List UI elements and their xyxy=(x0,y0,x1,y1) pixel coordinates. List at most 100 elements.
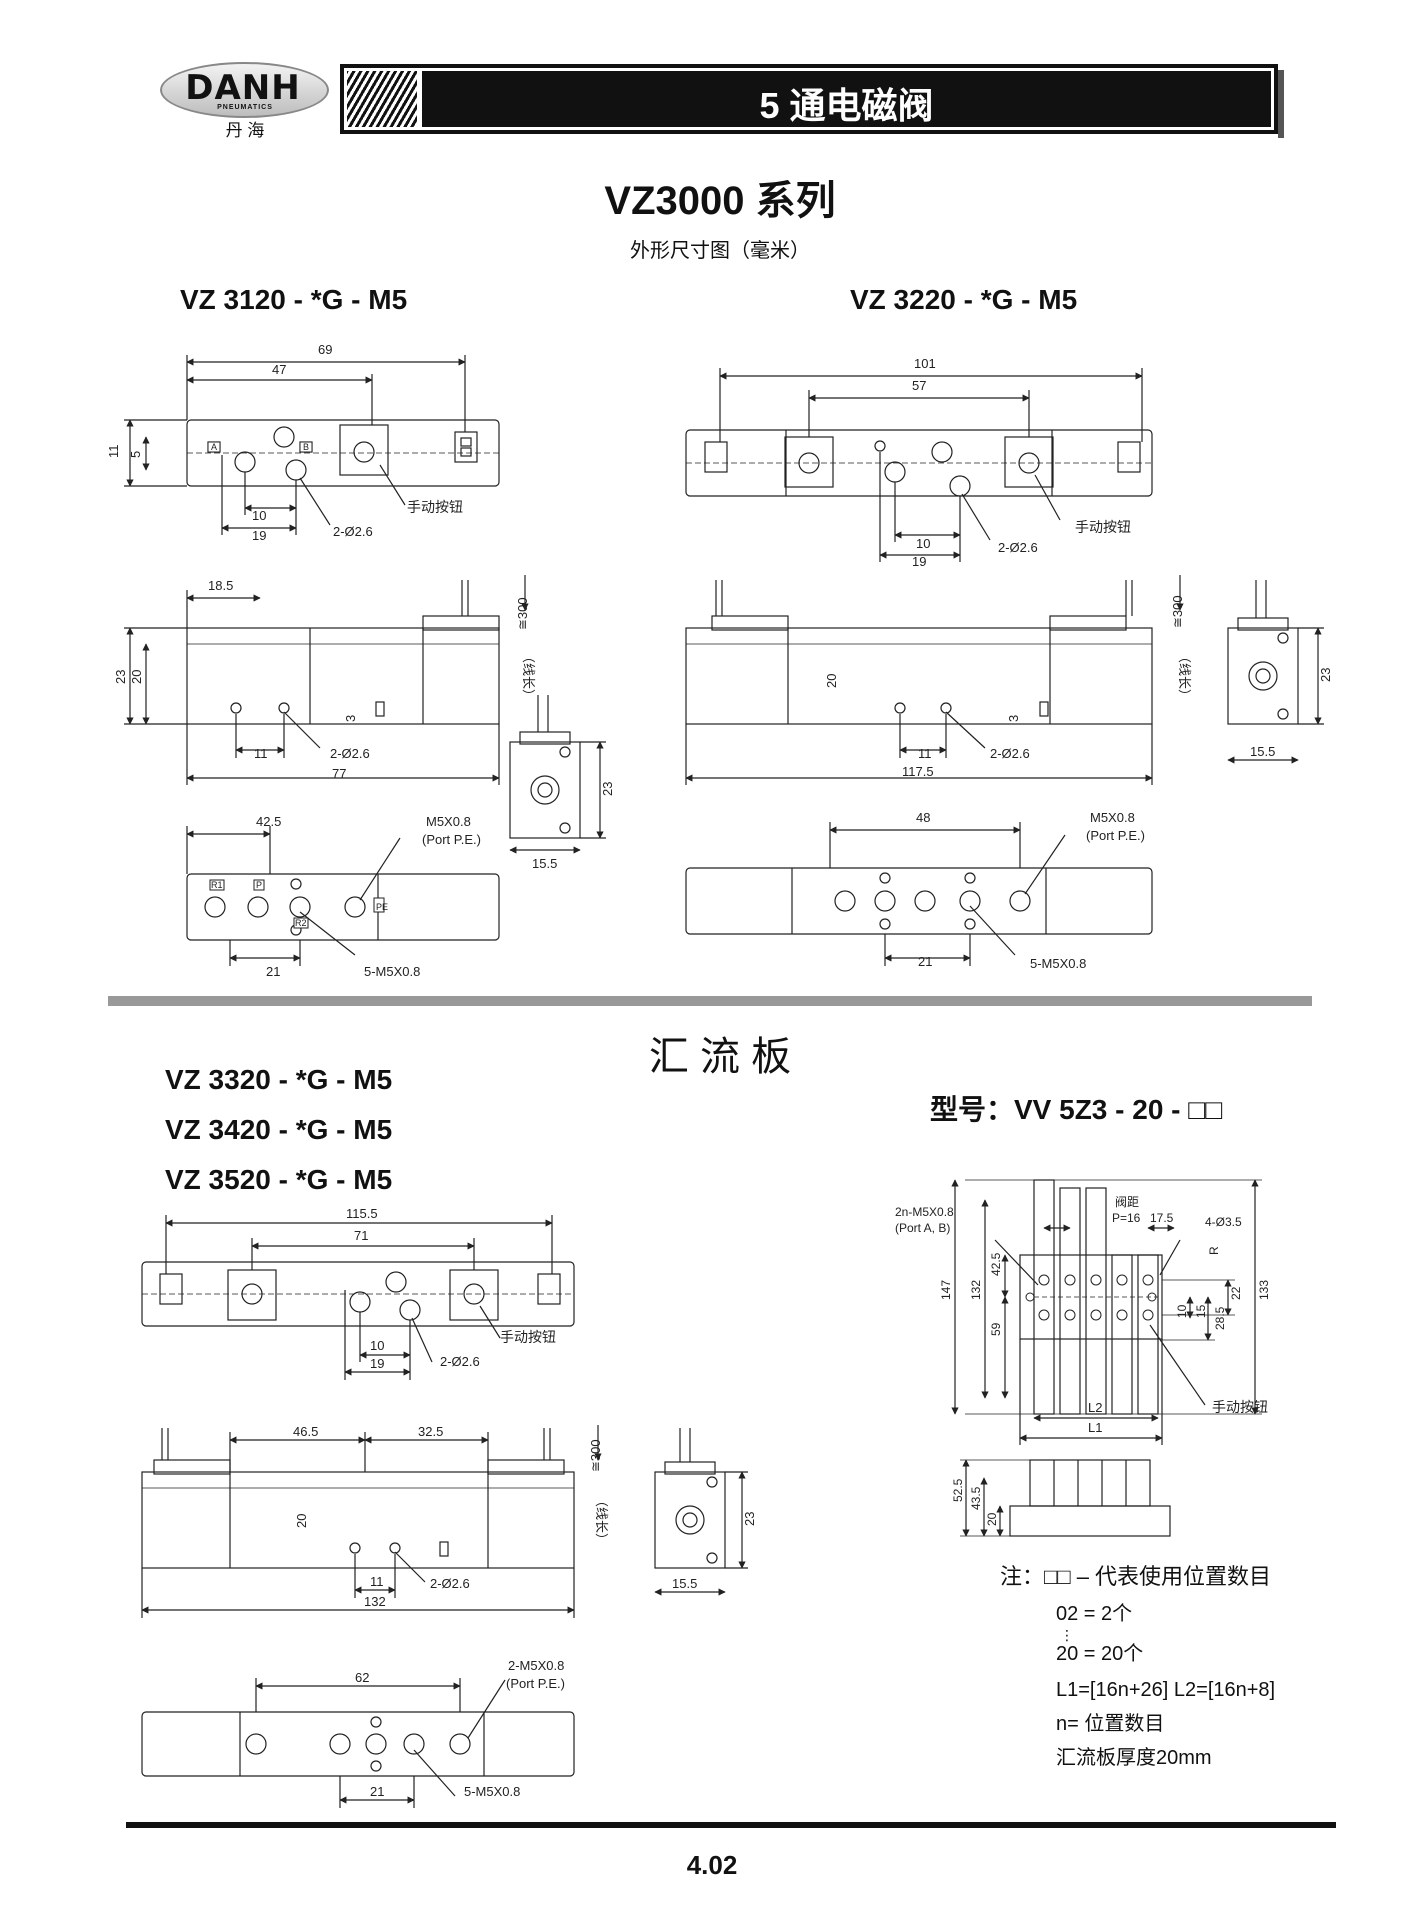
board-ports-label: 2n-M5X0.8 xyxy=(895,1205,954,1219)
dim-3220-3: 3 xyxy=(1006,715,1021,722)
dim-3120-10: 10 xyxy=(252,508,266,523)
dim-L1: L1 xyxy=(1088,1420,1102,1435)
dim-3220-21: 21 xyxy=(918,954,932,969)
model-3420-title: VZ 3420 - *G - M5 xyxy=(165,1114,393,1145)
ports-m5-3120: 5-M5X0.8 xyxy=(364,964,420,979)
wire-note-3120: （线长） xyxy=(521,650,536,702)
wire-len-3320: ≅300 xyxy=(588,1439,603,1472)
dim-3120-hole-2: 2-Ø2.6 xyxy=(330,746,370,761)
port-m5-3120: M5X0.8 xyxy=(426,814,471,829)
manual-button-box xyxy=(339,424,389,476)
section-divider xyxy=(108,996,1312,1006)
port-m5-3220: M5X0.8 xyxy=(1090,810,1135,825)
page-title: VZ3000 系列 xyxy=(604,179,836,223)
footer-rule xyxy=(126,1822,1336,1828)
dim-mf-19: 19 xyxy=(370,1356,384,1371)
dim-3220-57: 57 xyxy=(912,378,926,393)
section-header-bar: 5 通电磁阀 xyxy=(340,64,1278,134)
dim-mf-20: 20 xyxy=(294,1514,309,1528)
model-3220-title: VZ 3220 - *G - M5 xyxy=(850,284,1078,315)
ports-m5-mf: 5-M5X0.8 xyxy=(464,1784,520,1799)
dim-3220-155: 15.5 xyxy=(1250,744,1275,759)
dim-3220-101: 101 xyxy=(914,356,936,371)
wire-note-3220: （线长） xyxy=(1177,650,1192,702)
section-title: 5 通电磁阀 xyxy=(759,85,934,126)
manifold-model-code: 型号：VV 5Z3 - 20 - □□ xyxy=(930,1094,1223,1125)
dim-3120-77: 77 xyxy=(332,766,346,781)
dim-L2: L2 xyxy=(1088,1400,1102,1415)
body-3220-bottom xyxy=(685,867,1153,935)
dim-mf-71: 71 xyxy=(354,1228,368,1243)
dim-mf-11: 11 xyxy=(370,1574,384,1589)
dim-3220-19: 19 xyxy=(912,554,926,569)
note-line-3: 20 = 20个 xyxy=(1056,1643,1144,1665)
header-black-band: 5 通电磁阀 xyxy=(422,71,1271,127)
ports-m5-3220: 5-M5X0.8 xyxy=(1030,956,1086,971)
page-subtitle: 外形尺寸图（毫米） xyxy=(630,240,810,262)
dim-3120-185: 18.5 xyxy=(208,578,233,593)
page-number: 4.02 xyxy=(686,1850,738,1880)
dim-board-435: 43.5 xyxy=(969,1486,983,1510)
pitch-label: 阀距 xyxy=(1115,1195,1139,1209)
dim-board-175: 17.5 xyxy=(1150,1211,1174,1225)
manual-button-label-3320: 手动按钮 xyxy=(500,1329,556,1345)
model-3520-title: VZ 3520 - *G - M5 xyxy=(165,1164,393,1195)
manifold-board-side xyxy=(1009,1505,1171,1537)
dim-mf-side-23: 23 xyxy=(742,1512,757,1526)
dim-board-20: 20 xyxy=(985,1512,999,1526)
body-3120-front xyxy=(186,627,500,725)
brand-logo: DANH PNEUMATICS 丹 海 xyxy=(160,62,330,144)
dim-board-147: 147 xyxy=(939,1280,953,1300)
logo-badge xyxy=(160,62,329,118)
dim-board-132: 132 xyxy=(969,1280,983,1300)
dim-board-10: 10 xyxy=(1175,1304,1189,1318)
mounting-holes: 4-Ø3.5 xyxy=(1205,1215,1242,1229)
dim-3120-425: 42.5 xyxy=(256,814,281,829)
dim-3120-11b: 11 xyxy=(254,746,268,761)
logo-subtext: PNEUMATICS xyxy=(217,104,273,111)
dim-3120-47: 47 xyxy=(272,362,286,377)
port-a-label: A xyxy=(211,442,217,452)
note-line-5: n= 位置数目 xyxy=(1056,1713,1165,1735)
dim-3120-23: 23 xyxy=(113,670,128,684)
port-r1-label: R1 xyxy=(211,880,223,890)
wire-len-3120: ≅300 xyxy=(515,597,530,630)
radius-label: R xyxy=(1207,1246,1221,1255)
dim-3220-48: 48 xyxy=(916,810,930,825)
dim-mf-21: 21 xyxy=(370,1784,384,1799)
logo-chinese: 丹 海 xyxy=(225,121,265,140)
dim-3220-1175: 117.5 xyxy=(902,764,934,779)
port-r2-label: R2 xyxy=(295,918,307,928)
note-line-6: 汇流板厚度20mm xyxy=(1056,1747,1212,1769)
dim-board-59: 59 xyxy=(989,1322,1003,1336)
dim-mf-132: 132 xyxy=(364,1594,386,1609)
dim-mf-62: 62 xyxy=(355,1670,369,1685)
dim-3120-21: 21 xyxy=(266,964,280,979)
dim-3220-11: 11 xyxy=(918,746,932,761)
model-3120-title: VZ 3120 - *G - M5 xyxy=(180,284,408,315)
manual-button-label-3120: 手动按钮 xyxy=(407,499,463,515)
dim-3120-155: 15.5 xyxy=(532,856,557,871)
dim-3120-5: 5 xyxy=(128,451,143,458)
manual-button-label-board: 手动按钮 xyxy=(1212,1399,1268,1415)
dim-mf-1155: 115.5 xyxy=(346,1206,378,1221)
body-3320-front xyxy=(141,1471,575,1569)
logo-text: DANH xyxy=(185,68,301,108)
dim-mf-465: 46.5 xyxy=(293,1424,318,1439)
port-pe-3120: (Port P.E.) xyxy=(422,832,481,847)
note-line-0: 注：□□ – 代表使用位置数目 xyxy=(1000,1564,1272,1589)
body-3120-bottom xyxy=(186,873,500,941)
port-pe-mf: (Port P.E.) xyxy=(506,1676,565,1691)
pitch-value: P=16 xyxy=(1112,1211,1141,1225)
board-ports-sub: (Port A, B) xyxy=(895,1221,950,1235)
dim-3120-side-23: 23 xyxy=(600,782,615,796)
dim-mf-hole: 2-Ø2.6 xyxy=(440,1354,480,1369)
dim-3120-11: 11 xyxy=(106,445,121,459)
wire-len-3220: ≅300 xyxy=(1170,595,1185,628)
dim-3120-20: 20 xyxy=(129,670,144,684)
dim-3220-10: 10 xyxy=(916,536,930,551)
dim-board-425: 42.5 xyxy=(989,1252,1003,1276)
port-b-label: B xyxy=(303,442,309,452)
body-3220-side xyxy=(1227,627,1299,725)
